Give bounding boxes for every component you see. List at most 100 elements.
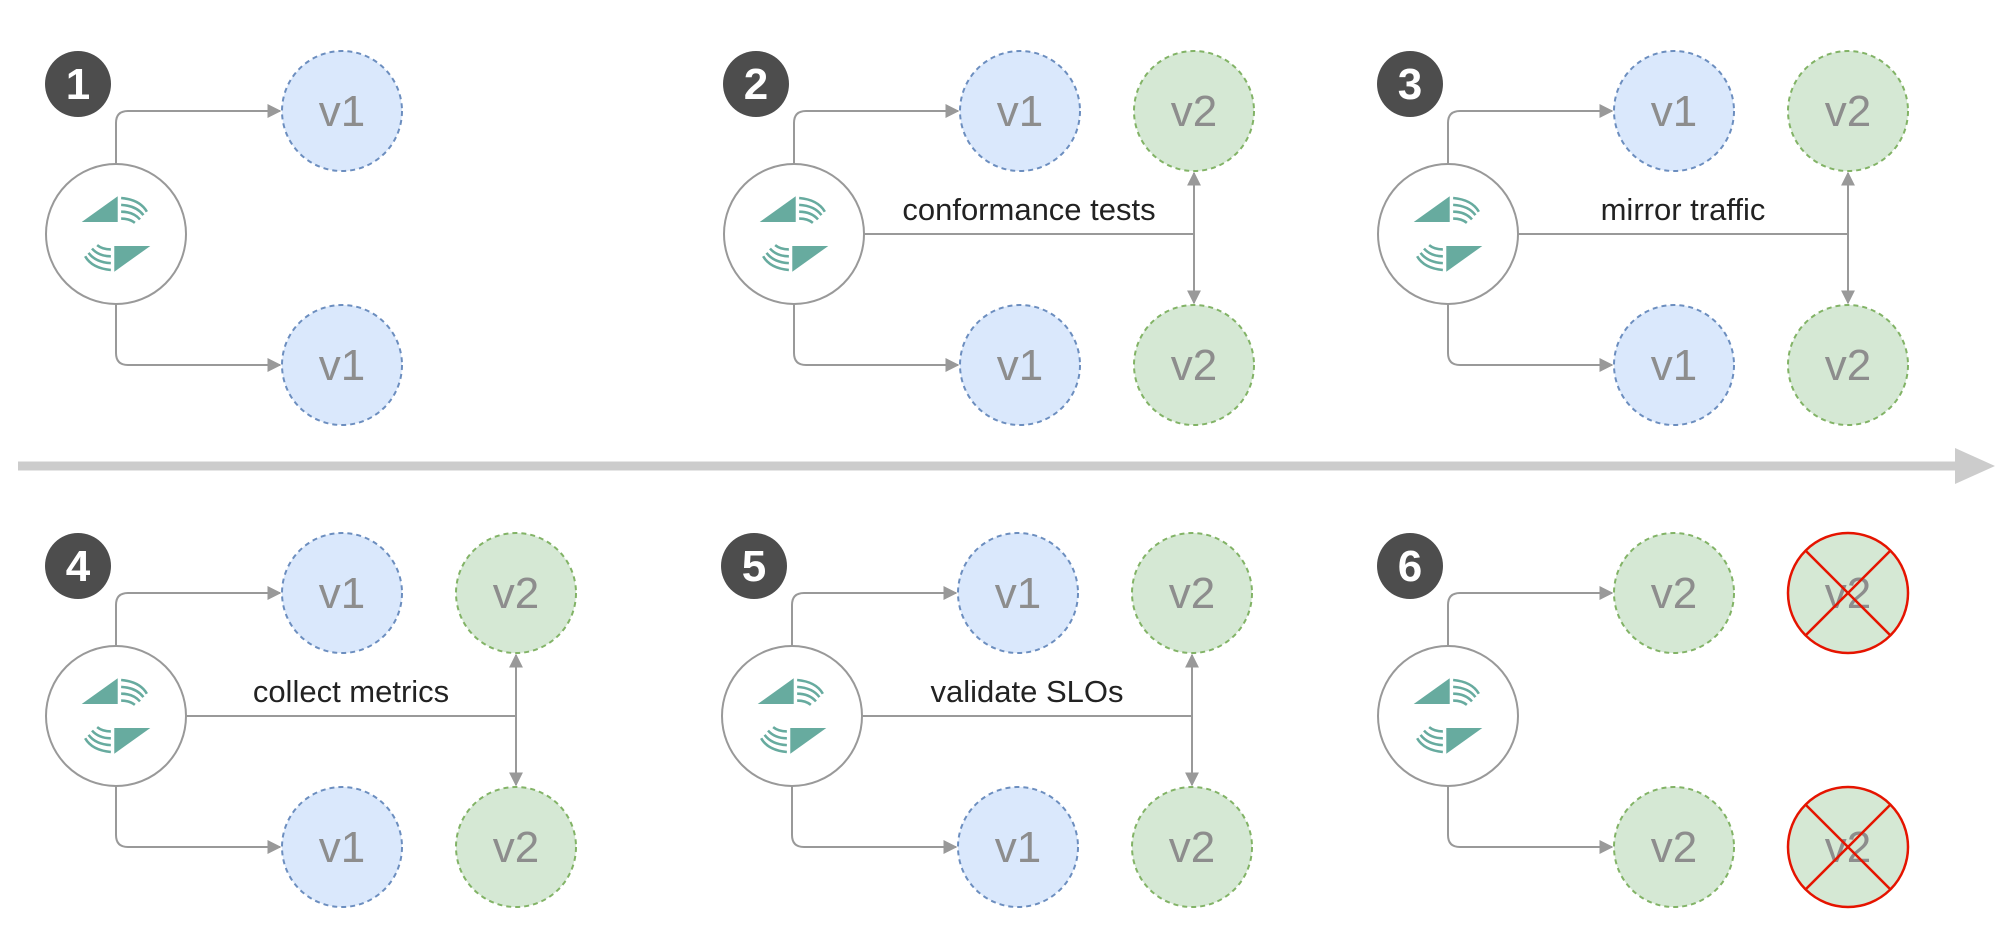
service-label: v1 — [997, 87, 1043, 136]
service-node-v2: v2 — [1787, 50, 1909, 172]
service-label: v1 — [319, 87, 365, 136]
service-label: v2 — [1825, 87, 1871, 136]
service-circle — [281, 50, 403, 172]
step-number: 4 — [66, 542, 91, 591]
step-number: 3 — [1398, 60, 1422, 109]
service-node-v1: v1 — [281, 786, 403, 908]
service-circle — [1131, 532, 1253, 654]
step-number: 6 — [1398, 542, 1422, 591]
step-badge — [721, 533, 787, 599]
service-circle — [281, 786, 403, 908]
service-circle — [1133, 304, 1255, 426]
service-node-v2: v2 — [1786, 785, 1910, 909]
flow-label: conformance tests — [902, 192, 1155, 227]
service-circle — [1787, 50, 1909, 172]
connector-bottom — [115, 786, 282, 854]
panel-2: 2 conformance tests v1 v2 v1 v2 — [723, 50, 1255, 426]
service-circle — [957, 532, 1079, 654]
connector-top — [793, 104, 960, 164]
step-badge — [1377, 51, 1443, 117]
service-node-v1: v1 — [957, 532, 1079, 654]
service-label: v1 — [319, 569, 365, 618]
service-label: v2 — [1651, 569, 1697, 618]
service-label: v2 — [1169, 823, 1215, 872]
service-node-v2: v2 — [1131, 786, 1253, 908]
service-label: v2 — [1171, 341, 1217, 390]
panel-1: 1 v1 v1 — [45, 50, 403, 426]
service-node-v1: v1 — [959, 50, 1081, 172]
service-node-v2: v2 — [1613, 786, 1735, 908]
step-badge — [45, 533, 111, 599]
connector-bottom — [1447, 304, 1614, 372]
service-node-v1: v1 — [281, 50, 403, 172]
connector-bottom — [1447, 786, 1614, 854]
service-node-v2: v2 — [1131, 532, 1253, 654]
panel-3: 3 mirror traffic v1 v2 v1 v2 — [1377, 50, 1909, 426]
service-label: v2 — [1171, 87, 1217, 136]
panel-6: 6 v2 v2 v2 v2 — [1377, 531, 1910, 909]
timeline-arrow — [18, 448, 1995, 484]
service-node-v2: v2 — [1786, 531, 1910, 655]
x-stroke — [1804, 803, 1892, 891]
step-badge — [723, 51, 789, 117]
service-node-v2: v2 — [455, 532, 577, 654]
service-label: v2 — [493, 823, 539, 872]
flow-label: collect metrics — [253, 674, 449, 709]
connector-bottom — [115, 304, 282, 372]
step-badge — [45, 51, 111, 117]
service-label: v1 — [995, 569, 1041, 618]
connector-top — [1447, 586, 1614, 646]
x-stroke — [1804, 549, 1892, 637]
service-label: v1 — [1651, 87, 1697, 136]
service-circle — [959, 304, 1081, 426]
step-number: 5 — [742, 542, 766, 591]
service-node-v1: v1 — [957, 786, 1079, 908]
service-node-v1: v1 — [281, 304, 403, 426]
step-badge — [1377, 533, 1443, 599]
service-node-v1: v1 — [281, 532, 403, 654]
panel-5: 5 validate SLOs v1 v2 v1 v2 — [721, 532, 1253, 908]
connector-top — [1447, 104, 1614, 164]
service-label: v2 — [1169, 569, 1215, 618]
connector-bottom — [793, 304, 960, 372]
gateway-node — [1377, 645, 1519, 787]
service-label: v1 — [995, 823, 1041, 872]
x-mark-icon — [1804, 549, 1892, 637]
connector-top — [791, 586, 958, 646]
service-node-v1: v1 — [1613, 50, 1735, 172]
service-label: v1 — [997, 341, 1043, 390]
service-node-v2: v2 — [1787, 304, 1909, 426]
service-circle — [1613, 50, 1735, 172]
service-circle — [1613, 304, 1735, 426]
service-circle — [281, 304, 403, 426]
connector-top — [115, 586, 282, 646]
gateway-node — [45, 163, 187, 305]
connector-bottom — [791, 786, 958, 854]
step-number: 2 — [744, 60, 768, 109]
service-circle — [455, 532, 577, 654]
gateway-node — [1377, 163, 1519, 305]
service-circle — [1131, 786, 1253, 908]
service-label: v2 — [493, 569, 539, 618]
gateway-node — [721, 645, 863, 787]
service-circle — [1613, 532, 1735, 654]
gateway-node — [45, 645, 187, 787]
service-label: v2 — [1651, 823, 1697, 872]
service-node-v2: v2 — [1133, 304, 1255, 426]
service-node-v2: v2 — [1133, 50, 1255, 172]
step-number: 1 — [66, 60, 90, 109]
x-mark-icon — [1804, 803, 1892, 891]
service-circle — [1787, 304, 1909, 426]
service-circle — [281, 532, 403, 654]
service-label: v1 — [319, 823, 365, 872]
gateway-node — [723, 163, 865, 305]
flow-label: validate SLOs — [931, 674, 1124, 709]
service-node-v2: v2 — [455, 786, 577, 908]
service-node-v1: v1 — [959, 304, 1081, 426]
service-label: v1 — [1651, 341, 1697, 390]
flow-label: mirror traffic — [1601, 192, 1766, 227]
service-label: v2 — [1825, 341, 1871, 390]
service-circle — [1613, 786, 1735, 908]
service-circle — [455, 786, 577, 908]
